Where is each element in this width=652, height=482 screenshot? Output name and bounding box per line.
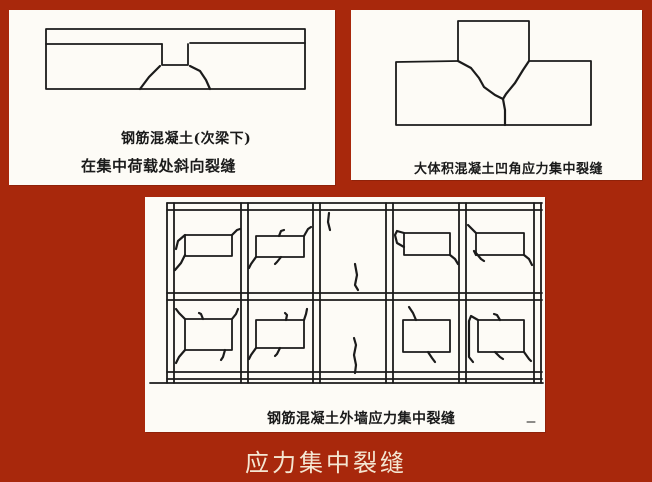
- beam-caption-line2: 在集中荷载处斜向裂缝: [81, 157, 237, 175]
- slide-title: 应力集中裂缝: [245, 449, 407, 477]
- exterior-wall-crack-drawing: [149, 202, 544, 423]
- wall-crack-panel: 钢筋混凝土外墙应力集中裂缝: [145, 197, 545, 432]
- wall-caption: 钢筋混凝土外墙应力集中裂缝: [267, 411, 456, 427]
- beam-crack-drawing: [45, 28, 306, 91]
- reentrant-corner-crack-drawing: [395, 20, 592, 127]
- beam-caption-line1: 钢筋混凝土(次梁下): [121, 131, 252, 147]
- mass-concrete-caption: 大体积混凝土凹角应力集中裂缝: [414, 162, 604, 177]
- mass-concrete-panel: 大体积混凝土凹角应力集中裂缝: [351, 10, 642, 180]
- beam-crack-panel: 钢筋混凝土(次梁下) 在集中荷载处斜向裂缝: [9, 10, 335, 185]
